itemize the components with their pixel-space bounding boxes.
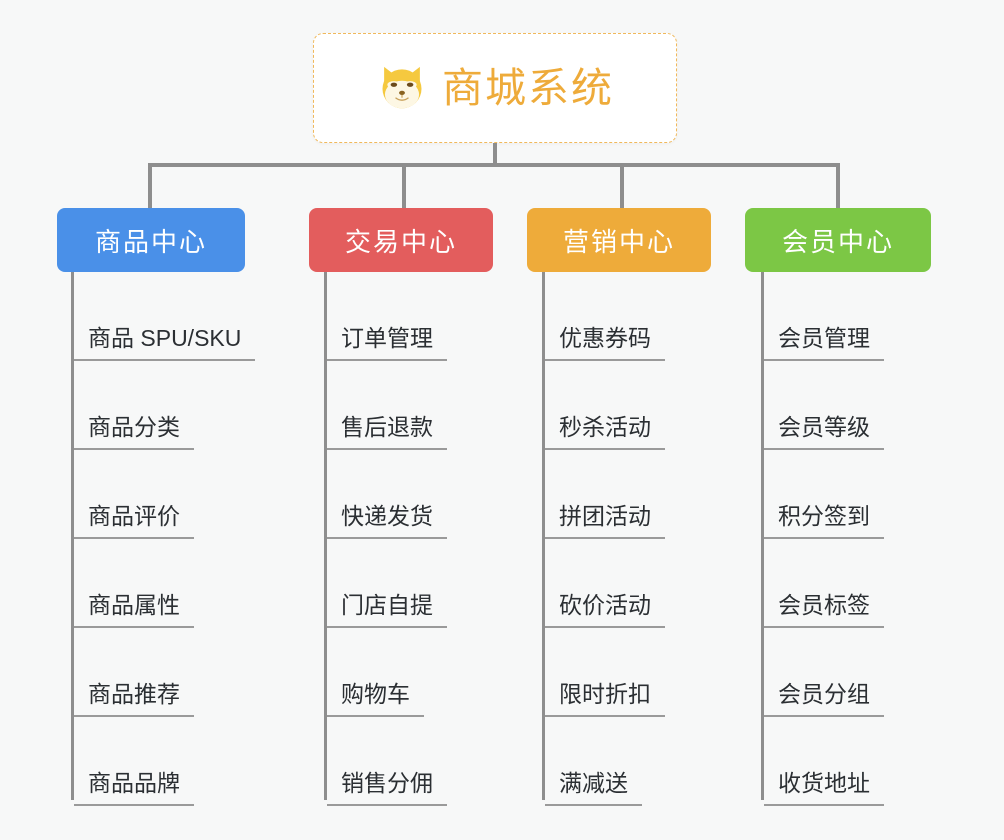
item-label: 商品 SPU/SKU <box>74 325 256 361</box>
list-item[interactable]: 售后退款 <box>327 361 447 450</box>
item-label: 秒杀活动 <box>545 414 665 450</box>
category-header-1[interactable]: 商品中心 <box>57 208 245 272</box>
item-label: 销售分佣 <box>327 770 447 806</box>
list-item[interactable]: 会员管理 <box>764 272 884 361</box>
drop-connector-3 <box>620 163 624 208</box>
item-label: 门店自提 <box>327 592 447 628</box>
category-header-3[interactable]: 营销中心 <box>527 208 711 272</box>
root-stem-connector <box>493 143 497 165</box>
list-item[interactable]: 购物车 <box>327 628 447 717</box>
branch-column-4: 会员中心 <box>745 208 931 272</box>
item-list-2: 订单管理 售后退款 快递发货 门店自提 购物车 销售分佣 <box>327 272 447 806</box>
item-list-3: 优惠券码 秒杀活动 拼团活动 砍价活动 限时折扣 满减送 <box>545 272 665 806</box>
list-item[interactable]: 会员分组 <box>764 628 884 717</box>
item-label: 收货地址 <box>764 770 884 806</box>
item-label: 会员等级 <box>764 414 884 450</box>
category-label-1: 商品中心 <box>94 226 207 257</box>
root-node[interactable]: 商城系统 <box>313 33 677 143</box>
category-label-2: 交易中心 <box>344 226 457 257</box>
list-item[interactable]: 会员标签 <box>764 539 884 628</box>
item-label: 快递发货 <box>327 503 447 539</box>
item-label: 砍价活动 <box>545 592 665 628</box>
root-title: 商城系统 <box>442 64 614 111</box>
item-label: 会员分组 <box>764 681 884 717</box>
list-item[interactable]: 商品分类 <box>74 361 255 450</box>
item-label: 售后退款 <box>327 414 447 450</box>
item-label: 商品分类 <box>74 414 194 450</box>
branch-spine-1 <box>71 272 74 800</box>
list-item[interactable]: 商品推荐 <box>74 628 255 717</box>
category-label-3: 营销中心 <box>562 226 675 257</box>
item-label: 购物车 <box>327 681 424 717</box>
item-label: 商品品牌 <box>74 770 194 806</box>
shiba-dog-icon <box>382 66 422 110</box>
drop-connector-4 <box>836 163 840 208</box>
item-list-1: 商品 SPU/SKU 商品分类 商品评价 商品属性 商品推荐 商品品牌 <box>74 272 256 806</box>
list-item[interactable]: 销售分佣 <box>327 717 447 806</box>
item-label: 会员标签 <box>764 592 884 628</box>
branch-column-1: 商品中心 <box>57 208 245 272</box>
list-item[interactable]: 会员等级 <box>764 361 884 450</box>
item-label: 商品属性 <box>74 592 194 628</box>
list-item[interactable]: 商品 SPU/SKU <box>74 272 256 361</box>
category-header-2[interactable]: 交易中心 <box>309 208 493 272</box>
item-list-4: 会员管理 会员等级 积分签到 会员标签 会员分组 收货地址 <box>764 272 884 806</box>
drop-connector-2 <box>402 163 406 208</box>
list-item[interactable]: 快递发货 <box>327 450 447 539</box>
item-label: 会员管理 <box>764 325 884 361</box>
horizontal-bus-connector <box>148 163 840 167</box>
branch-column-2: 交易中心 <box>309 208 493 272</box>
branch-spine-2 <box>324 272 327 800</box>
list-item[interactable]: 满减送 <box>545 717 665 806</box>
item-label: 商品推荐 <box>74 681 194 717</box>
list-item[interactable]: 秒杀活动 <box>545 361 665 450</box>
list-item[interactable]: 拼团活动 <box>545 450 665 539</box>
list-item[interactable]: 订单管理 <box>327 272 447 361</box>
drop-connector-1 <box>148 163 152 208</box>
item-label: 商品评价 <box>74 503 194 539</box>
category-label-4: 会员中心 <box>781 226 894 257</box>
list-item[interactable]: 门店自提 <box>327 539 447 628</box>
item-label: 限时折扣 <box>545 681 665 717</box>
list-item[interactable]: 收货地址 <box>764 717 884 806</box>
item-label: 满减送 <box>545 770 642 806</box>
list-item[interactable]: 限时折扣 <box>545 628 665 717</box>
item-label: 订单管理 <box>327 325 447 361</box>
item-label: 积分签到 <box>764 503 884 539</box>
list-item[interactable]: 优惠券码 <box>545 272 665 361</box>
item-label: 拼团活动 <box>545 503 665 539</box>
list-item[interactable]: 商品品牌 <box>74 717 255 806</box>
list-item[interactable]: 商品评价 <box>74 450 255 539</box>
list-item[interactable]: 积分签到 <box>764 450 884 539</box>
list-item[interactable]: 商品属性 <box>74 539 255 628</box>
item-label: 优惠券码 <box>545 325 665 361</box>
branch-column-3: 营销中心 <box>527 208 711 272</box>
branch-spine-3 <box>542 272 545 800</box>
list-item[interactable]: 砍价活动 <box>545 539 665 628</box>
branch-spine-4 <box>761 272 764 800</box>
category-header-4[interactable]: 会员中心 <box>745 208 931 272</box>
